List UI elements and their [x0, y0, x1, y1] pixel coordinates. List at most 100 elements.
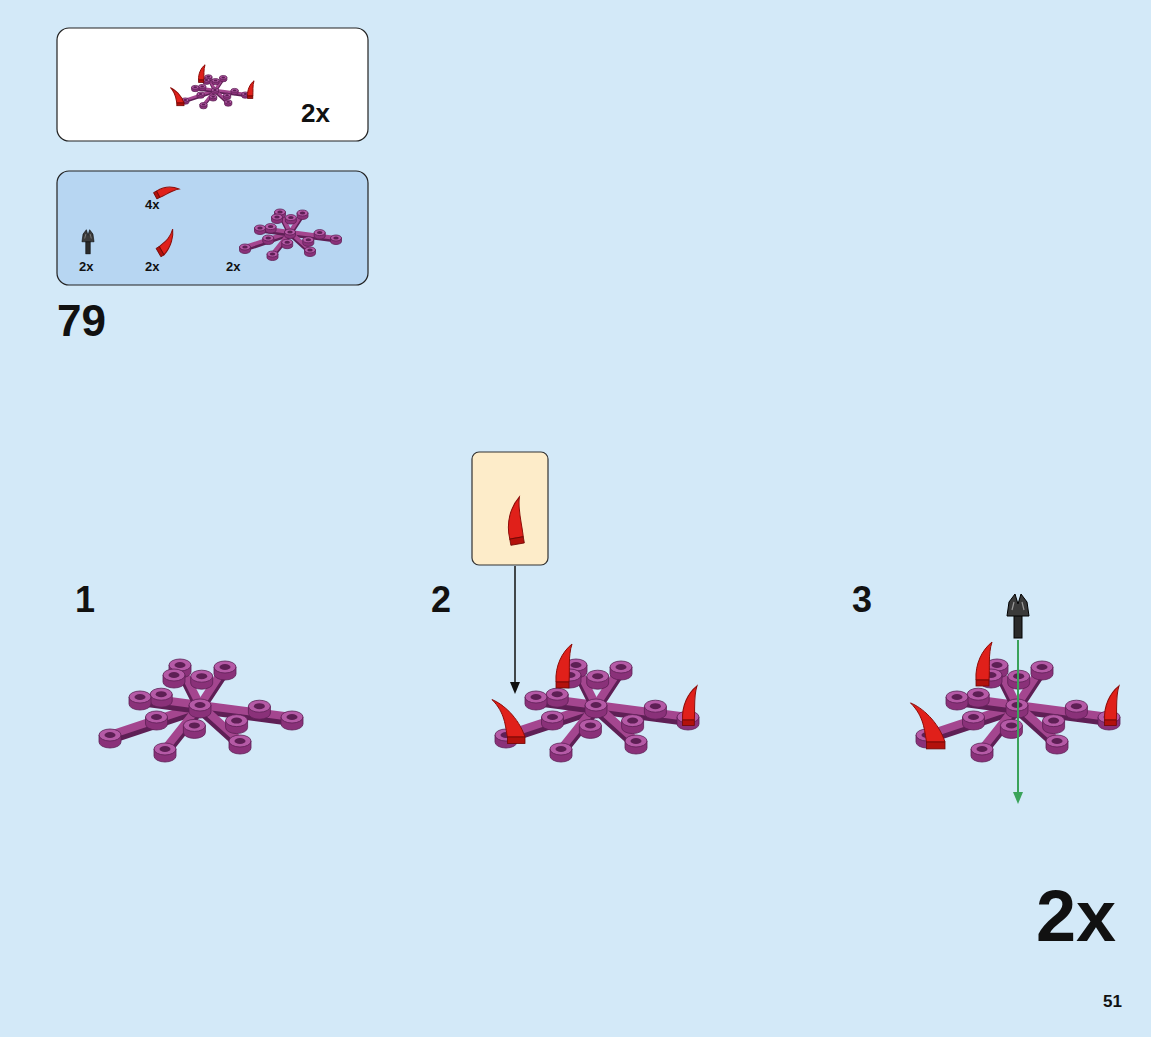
stud-hole — [1071, 703, 1082, 709]
step2-plate — [495, 659, 699, 762]
stud-top — [550, 743, 572, 755]
stud-hole — [968, 714, 979, 720]
stud-hole — [631, 738, 642, 744]
stud-hole — [242, 246, 248, 249]
stud-top — [967, 688, 989, 700]
arrow-line — [514, 566, 516, 684]
stud-top — [229, 735, 251, 747]
stud-hole — [277, 211, 283, 214]
stud-top — [281, 711, 303, 723]
sub-assembly-box — [57, 28, 368, 141]
stud-hole — [992, 662, 1003, 668]
stud-top — [963, 711, 985, 723]
small-red-horn — [556, 644, 572, 688]
stud-hole — [591, 702, 602, 708]
stud-hole — [288, 216, 294, 219]
stud-hole — [156, 691, 167, 697]
arrow-line — [1017, 640, 1019, 794]
black-pin-part — [1007, 594, 1029, 638]
stud-top — [265, 224, 276, 230]
stud-top — [610, 661, 632, 673]
stud-hole — [307, 249, 313, 252]
large-red-horn — [152, 229, 182, 257]
stud-top — [189, 699, 211, 711]
stud-hole — [105, 732, 116, 738]
stud-hole — [199, 93, 203, 95]
stud-hole — [977, 746, 988, 752]
stud-hole — [211, 96, 215, 98]
stud-top — [210, 95, 217, 99]
stud-hole — [317, 231, 323, 234]
stud-top — [129, 691, 151, 703]
stud-top — [226, 715, 248, 727]
stud-top — [220, 75, 227, 79]
page-number: 51 — [1103, 993, 1122, 1010]
stud-hole — [268, 225, 274, 228]
sub-step-number: 1 — [75, 582, 95, 618]
parts-plate — [240, 209, 342, 261]
stud-top — [579, 719, 601, 731]
stud-hole — [233, 89, 237, 91]
stud-top — [263, 235, 274, 241]
parts-list-box: 4x2x2x2x — [57, 171, 368, 285]
stud-hole — [1037, 664, 1048, 670]
stud-hole — [189, 722, 200, 728]
stud-hole — [214, 80, 218, 82]
stud-hole — [585, 722, 596, 728]
stud-top — [297, 210, 308, 216]
stud-hole — [556, 746, 567, 752]
stud-top — [183, 719, 205, 731]
build-count: 2x — [1036, 880, 1116, 952]
stud-top — [150, 688, 172, 700]
stud-hole — [552, 691, 563, 697]
parts-list-box — [57, 171, 368, 285]
stud-top — [192, 85, 199, 89]
stud-top — [1043, 715, 1065, 727]
stud-hole — [1052, 738, 1063, 744]
stud-hole — [235, 738, 246, 744]
sub-step-number: 3 — [852, 582, 872, 618]
stud-top — [525, 691, 547, 703]
stud-hole — [627, 718, 638, 724]
stud-top — [546, 688, 568, 700]
stud-top — [971, 743, 993, 755]
stud-top — [542, 711, 564, 723]
stud-hole — [284, 241, 290, 244]
part-count: 2x — [145, 260, 159, 273]
stud-hole — [333, 237, 339, 240]
stud-hole — [306, 238, 312, 241]
stud-hole — [547, 714, 558, 720]
stud-top — [331, 235, 342, 241]
stud-top — [214, 661, 236, 673]
stud-hole — [205, 79, 209, 81]
stud-top — [272, 214, 283, 220]
sub-assembly-count-box: 2x — [57, 28, 368, 141]
stud-hole — [973, 691, 984, 697]
stud-top — [223, 93, 230, 97]
stud-top — [1046, 735, 1068, 747]
stud-hole — [202, 104, 206, 106]
stud-hole — [135, 694, 146, 700]
stud-top — [305, 247, 316, 253]
arrow-head — [1013, 792, 1023, 804]
large-red-horn — [171, 88, 185, 106]
stud-hole — [531, 694, 542, 700]
stud-top — [282, 239, 293, 245]
stud-top — [99, 729, 121, 741]
stud-top — [1000, 719, 1022, 731]
stud-hole — [207, 76, 211, 78]
stud-top — [587, 670, 609, 682]
stud-top — [154, 743, 176, 755]
stud-hole — [287, 231, 293, 234]
stud-top — [285, 215, 296, 221]
small-red-horn — [248, 81, 254, 99]
part-count: 2x — [226, 260, 240, 273]
stud-hole — [270, 253, 276, 256]
stud-hole — [266, 237, 272, 240]
stud-hole — [592, 673, 603, 679]
small-red-horn — [976, 642, 992, 686]
small-red-horn — [1105, 686, 1119, 726]
arrow-head — [510, 682, 520, 694]
stud-top — [303, 237, 314, 243]
